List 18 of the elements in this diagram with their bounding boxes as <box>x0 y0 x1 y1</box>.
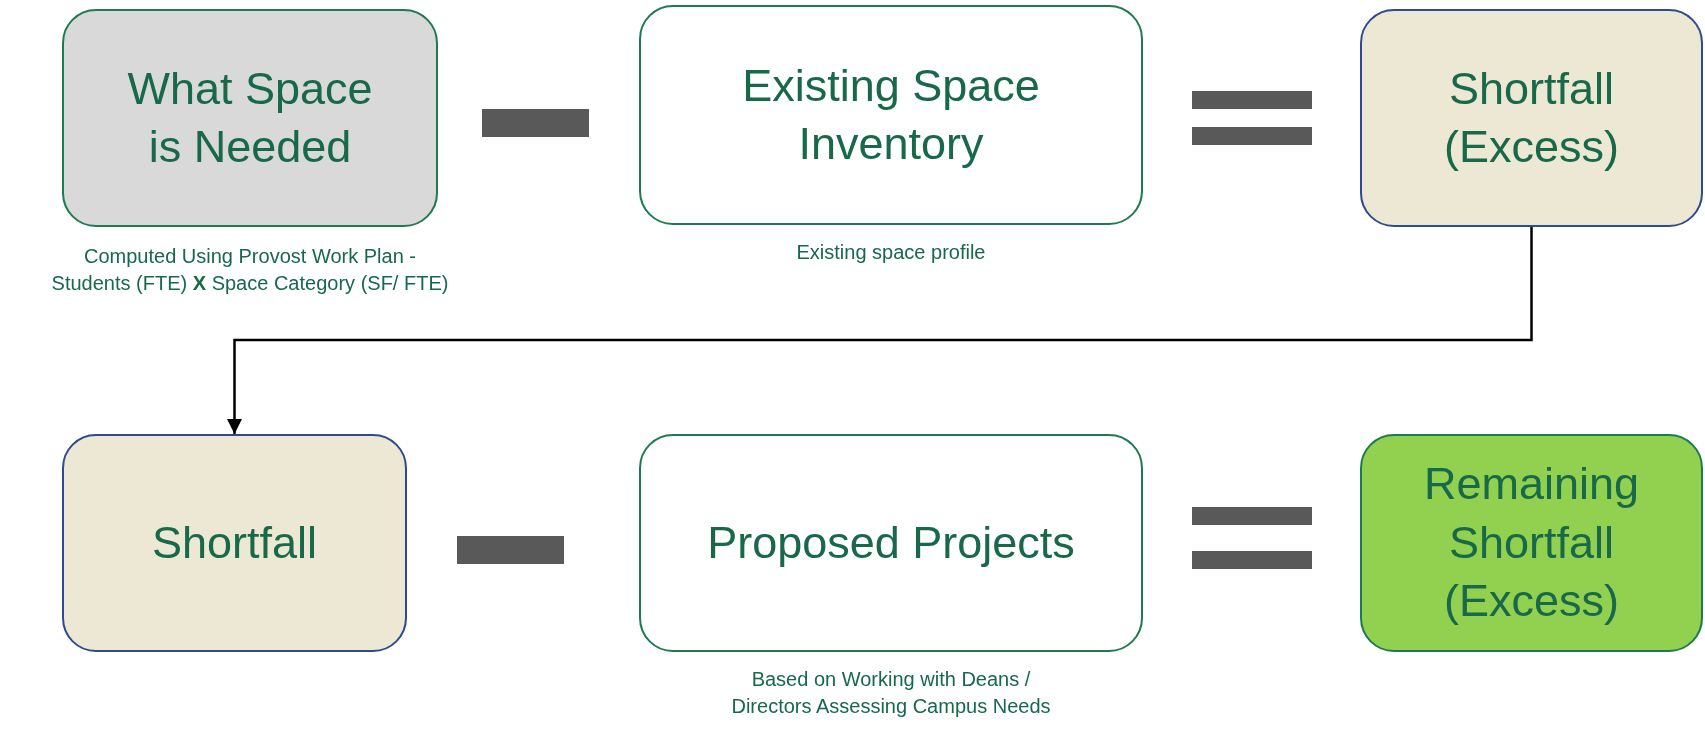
box-label: Shortfall (Excess) <box>1443 61 1620 174</box>
caption-text: Based on Working with Deans / Directors Assessing Campus Needs <box>730 667 1052 719</box>
minus-sign <box>482 109 589 137</box>
box-label: Existing Space Inventory <box>741 58 1041 171</box>
process-box <box>62 9 438 227</box>
process-box <box>639 5 1143 225</box>
box-label: Proposed Projects <box>706 515 1076 570</box>
caption-text: Computed Using Provost Work Plan - Students (FTE) X Space Category (SF/ FTE) <box>50 244 450 296</box>
process-box <box>639 434 1143 652</box>
connector-arrow <box>227 227 1533 434</box>
box-label: What Space is Needed <box>126 61 374 174</box>
minus-sign <box>457 536 564 564</box>
process-box <box>62 434 407 652</box>
box-label: Remaining Shortfall (Excess) <box>1422 457 1641 629</box>
process-box <box>1360 434 1703 652</box>
box-label: Shortfall <box>150 515 319 570</box>
caption-text: Existing space profile <box>795 240 987 265</box>
process-box <box>1360 9 1703 227</box>
